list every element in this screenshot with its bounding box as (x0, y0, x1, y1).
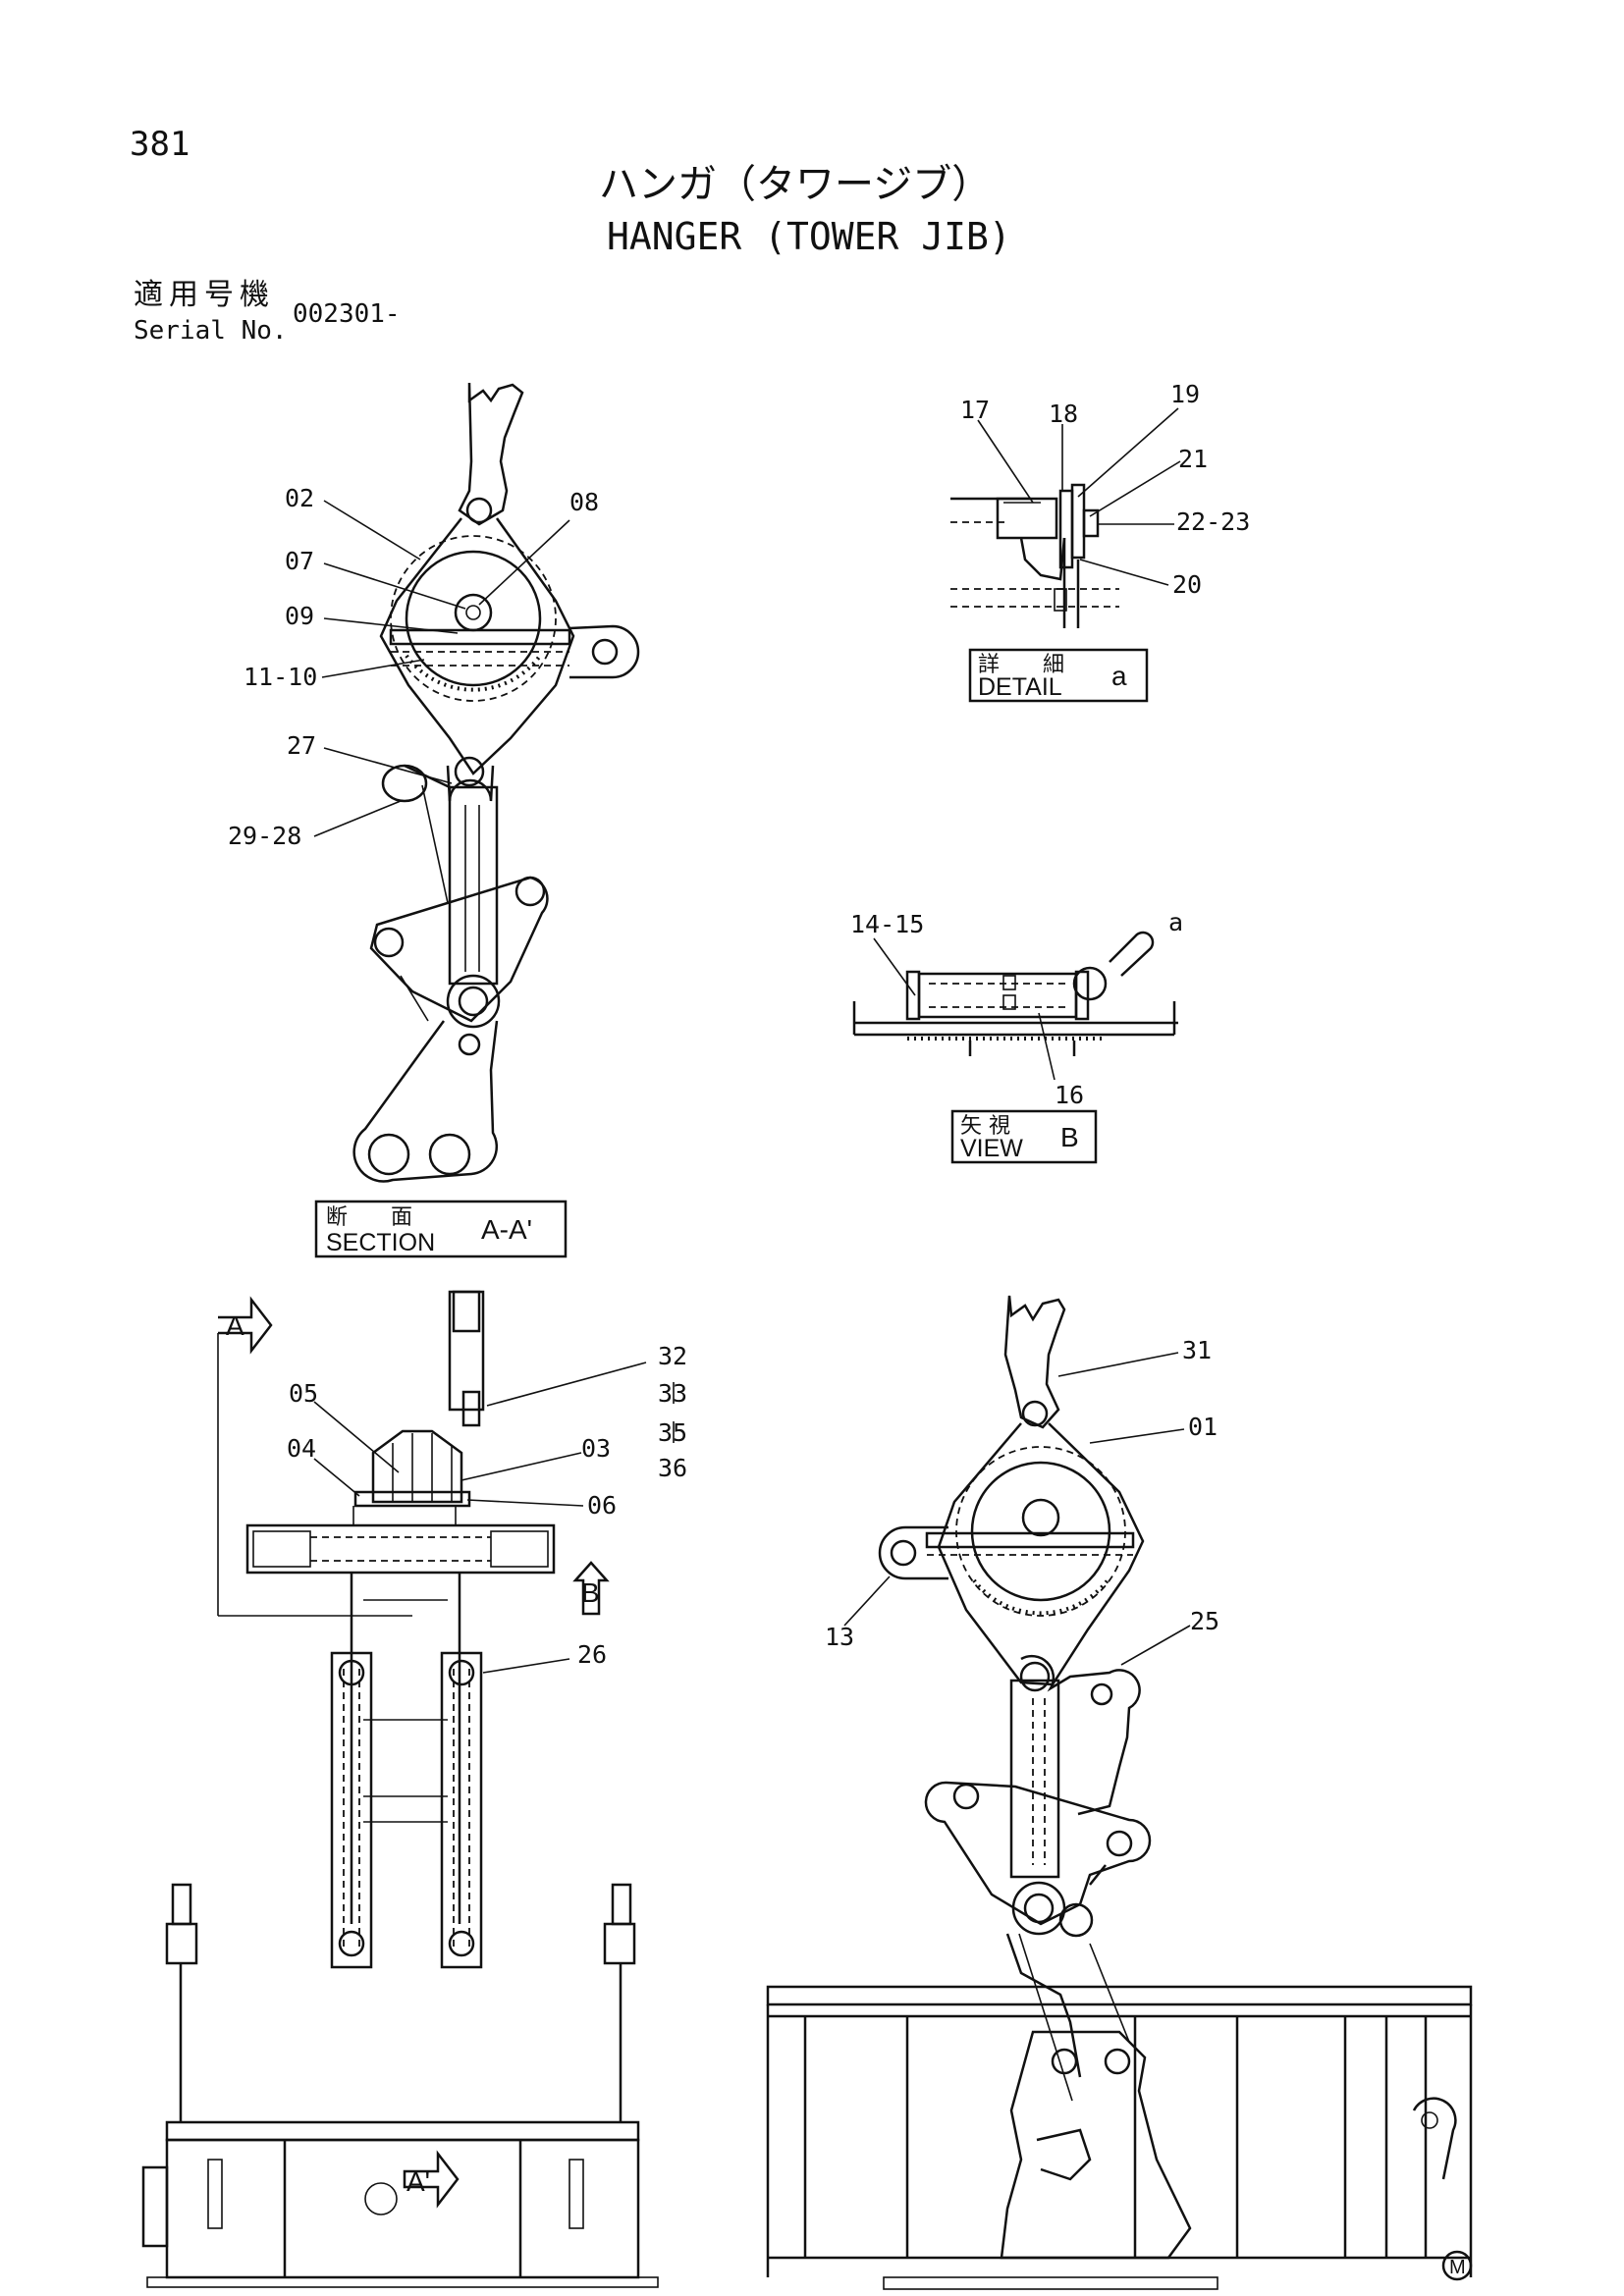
label-36: 36 (658, 1454, 687, 1482)
section-aa-leaders (313, 500, 570, 837)
side-view-leaders (843, 1352, 1191, 1666)
view-box-jp: 矢 視 (960, 1114, 1010, 1139)
page-title-en: HANGER (TOWER JIB) (607, 215, 1011, 258)
label-32: 32 (658, 1342, 687, 1370)
manufacturer-mark-letter: M (1449, 2257, 1466, 2278)
section-aa-drawing (352, 382, 640, 1183)
label-21: 21 (1178, 445, 1208, 473)
arrow-a-prime-label: A' (406, 2166, 430, 2197)
label-14-15: 14-15 (850, 910, 924, 938)
label-25: 25 (1190, 1607, 1219, 1635)
detail-a-drawing (950, 483, 1119, 628)
label-13: 13 (825, 1623, 854, 1651)
front-view-leaders (313, 1362, 675, 1674)
arrow-b-label: B (581, 1577, 600, 1608)
label-07: 07 (285, 547, 314, 575)
detail-box-id: a (1111, 661, 1127, 691)
section-box-en: SECTION (326, 1229, 435, 1256)
label-a: a (1168, 908, 1183, 936)
serial-label-en: Serial No. (134, 316, 288, 346)
label-05: 05 (289, 1379, 318, 1408)
detail-box: 詳 細 DETAIL a (968, 648, 1149, 703)
view-b-leaders (873, 937, 1056, 1081)
arrow-a-label: A (226, 1310, 244, 1341)
label-04: 04 (287, 1434, 316, 1463)
front-view-drawing: A B (141, 1290, 659, 2288)
label-27: 27 (287, 731, 316, 760)
section-box-jp: 断 面 (326, 1205, 412, 1230)
view-box: 矢 視 VIEW B (950, 1109, 1098, 1164)
label-31: 31 (1182, 1336, 1212, 1364)
label-29-28: 29-28 (228, 822, 301, 850)
page-title-jp: ハンガ（タワージブ） (599, 162, 992, 207)
detail-box-jp: 詳 細 (978, 653, 1064, 677)
page-number: 381 (130, 125, 190, 164)
label-03: 03 (581, 1434, 611, 1463)
detail-a-leaders (977, 407, 1181, 586)
manufacturer-mark: M (1441, 2250, 1473, 2281)
section-box: 断 面 SECTION A-A' (314, 1200, 568, 1258)
view-box-id: B (1060, 1122, 1079, 1152)
label-09: 09 (285, 602, 314, 630)
label-17: 17 (960, 396, 990, 424)
label-20: 20 (1172, 570, 1202, 599)
label-11-10: 11-10 (244, 663, 317, 691)
serial-value: 002301- (293, 299, 401, 329)
section-box-id: A-A' (481, 1214, 532, 1245)
label-22-23: 22-23 (1176, 507, 1250, 536)
label-19: 19 (1170, 380, 1200, 408)
side-view-drawing (766, 1295, 1473, 2290)
view-b-drawing (852, 931, 1178, 1056)
label-08: 08 (569, 488, 599, 516)
label-02: 02 (285, 484, 314, 512)
label-01: 01 (1188, 1413, 1218, 1441)
label-16: 16 (1055, 1081, 1084, 1109)
detail-box-en: DETAIL (978, 673, 1062, 701)
label-18: 18 (1049, 400, 1078, 428)
label-35: 35 (658, 1418, 687, 1447)
label-06: 06 (587, 1491, 617, 1520)
label-33: 33 (658, 1379, 687, 1408)
view-box-en: VIEW (960, 1135, 1023, 1162)
label-26: 26 (577, 1640, 607, 1669)
serial-label-jp: 適用号機 (134, 278, 275, 312)
